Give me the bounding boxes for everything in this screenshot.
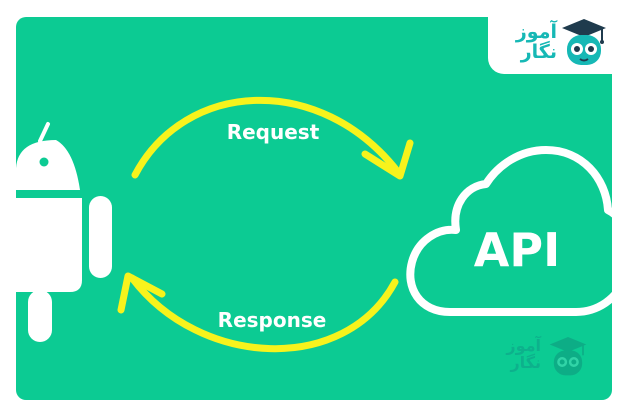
- logo-text-line1: آموز: [515, 21, 557, 43]
- watermark-text-line2: نگار: [510, 353, 541, 372]
- card-background: [16, 17, 612, 400]
- logo-text-line2: نگار: [520, 41, 557, 63]
- android-robot-icon: [16, 122, 112, 342]
- request-label: Request: [227, 120, 320, 144]
- watermark-text: آموز نگار: [489, 337, 541, 371]
- graduation-owl-icon: [562, 19, 606, 65]
- api-label: API: [474, 223, 560, 277]
- logo-text: آموز نگار: [499, 22, 557, 62]
- response-label: Response: [218, 308, 327, 332]
- diagram-card: [16, 17, 612, 400]
- watermark-owl-icon: [549, 337, 587, 376]
- watermark-text-line1: آموز: [506, 336, 541, 355]
- response-arrow-icon: [117, 272, 399, 353]
- request-arrow-icon: [131, 96, 414, 180]
- cloud-icon: [406, 146, 626, 316]
